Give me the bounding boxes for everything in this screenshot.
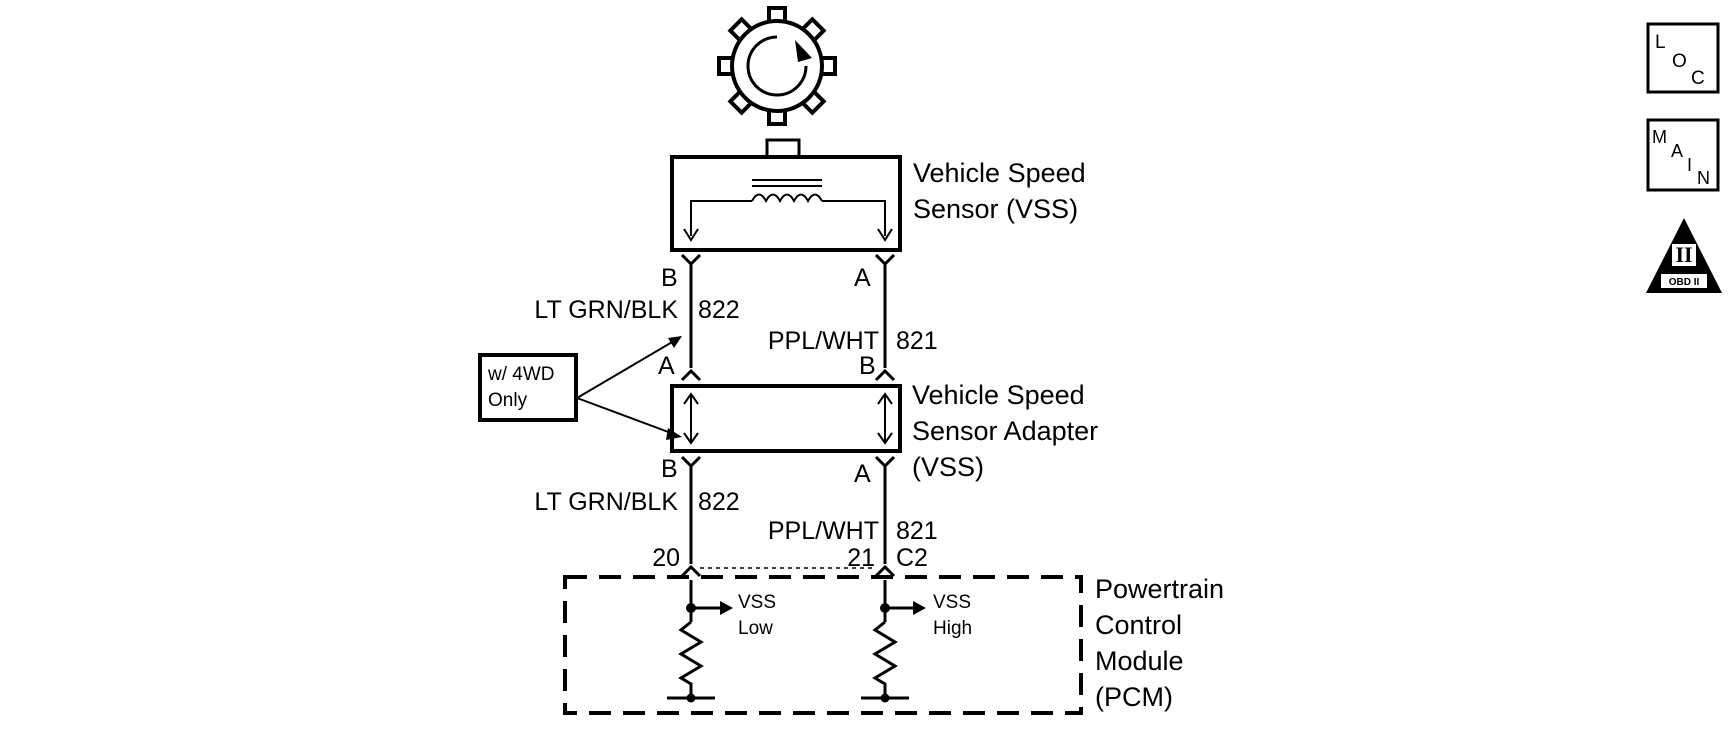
pcm-title-line1: Powertrain (1095, 574, 1224, 604)
vss-high-line2: High (933, 618, 972, 639)
upper-left-wire-color: LT GRN/BLK (534, 296, 678, 324)
pcm-title-line3: Module (1095, 646, 1184, 676)
vehicle-speed-sensor-box (670, 155, 902, 252)
adapter-title-line1: Vehicle Speed (912, 380, 1085, 410)
obd-ii-numeral: II (1675, 242, 1692, 267)
upper-right-wire-color: PPL/WHT (768, 327, 879, 355)
loc-icon-letter-1: L (1655, 32, 1666, 53)
vss-low-line2: Low (738, 618, 773, 639)
reluctor-wheel-icon (717, 6, 837, 126)
upper-left-circuit: 822 (698, 296, 740, 324)
loc-icon-letter-3: C (1691, 68, 1705, 89)
lower-left-circuit: 822 (698, 488, 740, 516)
vss-low-line1: VSS (738, 592, 776, 613)
sensor-title-line2: Sensor (VSS) (913, 194, 1078, 224)
option-note-arrows (576, 336, 682, 440)
pcm-box (563, 575, 1083, 715)
upper-right-top-pin: A (854, 264, 871, 292)
adapter-title-line2: Sensor Adapter (912, 416, 1098, 446)
lower-right-wire-color: PPL/WHT (768, 517, 879, 545)
adapter-title-line3: (VSS) (912, 452, 984, 482)
lower-wire-left (680, 455, 702, 578)
main-icon-letter-2: A (1671, 141, 1683, 161)
sensor-coil-icon (683, 179, 893, 242)
upper-wire-right (874, 253, 896, 382)
vss-adapter-box (670, 384, 902, 453)
pcm-title-line4: (PCM) (1095, 682, 1173, 712)
lower-wire-right (874, 455, 896, 578)
vss-high-line1: VSS (933, 592, 971, 613)
main-icon[interactable]: M A I N (1646, 118, 1720, 192)
option-note-line2: Only (488, 390, 528, 411)
obd-ii-icon[interactable]: II OBD II (1646, 218, 1722, 293)
upper-wire-left (680, 253, 702, 382)
lower-left-wire-color: LT GRN/BLK (534, 488, 678, 516)
obd-ii-text: OBD II (1669, 277, 1700, 288)
upper-left-bottom-pin: A (658, 352, 675, 380)
lower-right-circuit: 821 (896, 517, 938, 545)
pcm-title-line2: Control (1095, 610, 1182, 640)
sensor-title-line1: Vehicle Speed (913, 158, 1086, 188)
lower-right-pcm-pin: 21 (847, 544, 875, 572)
upper-right-bottom-pin: B (859, 352, 876, 380)
option-note-line1: w/ 4WD (487, 364, 555, 385)
upper-right-circuit: 821 (896, 327, 938, 355)
adapter-bidirectional-arrows (683, 392, 893, 445)
lower-left-pcm-pin: 20 (652, 544, 680, 572)
pcm-vss-low-circuit (667, 580, 733, 703)
lower-left-top-pin: B (661, 455, 678, 483)
lower-right-top-pin: A (854, 460, 871, 488)
main-icon-letter-3: I (1687, 155, 1692, 175)
option-note-box (478, 353, 578, 422)
loc-icon[interactable]: L O C (1646, 22, 1720, 94)
upper-left-top-pin: B (661, 264, 678, 292)
main-icon-letter-4: N (1697, 168, 1710, 188)
pcm-vss-high-circuit (861, 580, 926, 703)
connector-label: C2 (896, 544, 928, 572)
main-icon-letter-1: M (1652, 127, 1667, 147)
loc-icon-letter-2: O (1672, 51, 1687, 72)
